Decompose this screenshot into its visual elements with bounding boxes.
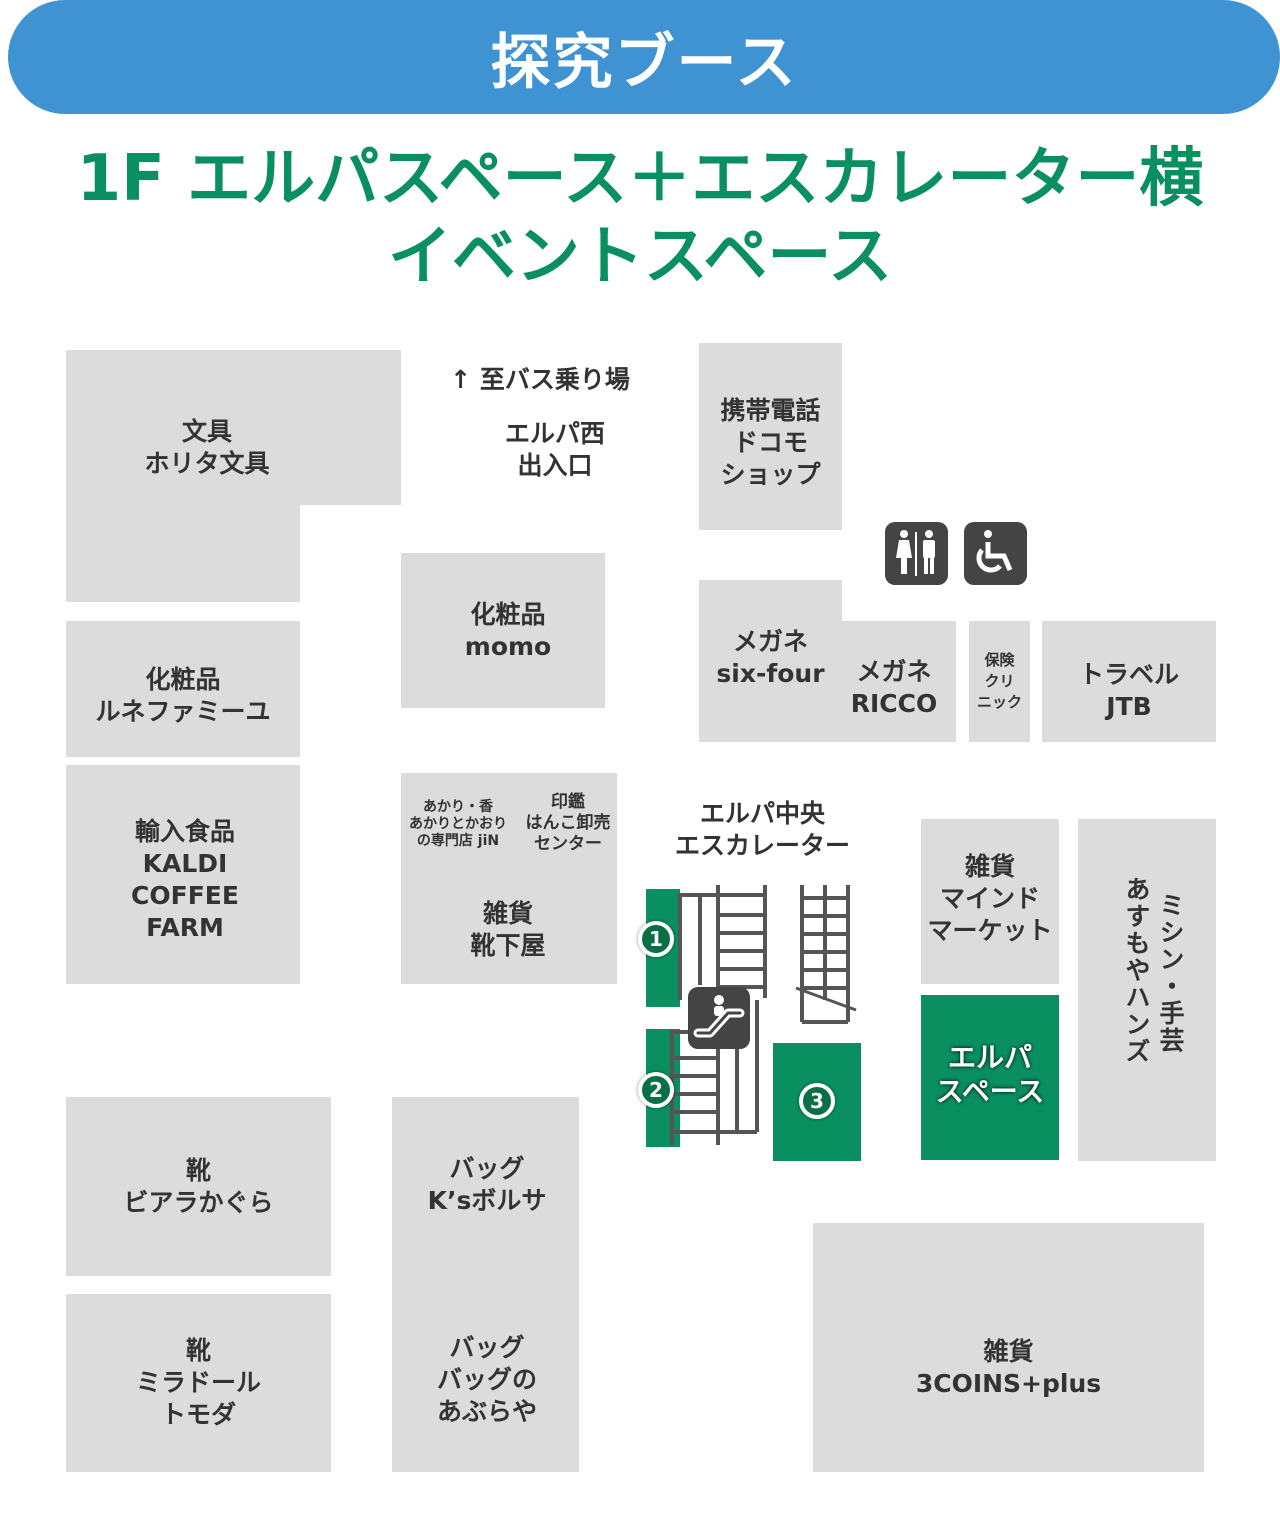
wheelchair-icon [964,522,1027,585]
shop-mind [921,819,1059,984]
shop-horita-lower [66,504,300,602]
shop-docomo [699,343,842,530]
shop-sixfour [699,580,842,742]
marker-2: 2 [638,1072,674,1108]
shop-aburaya-label: バッグバッグのあぶらや [436,1333,537,1426]
shop-bags [392,1097,579,1472]
subtitle-line2: イベントスペース [387,220,893,294]
shop-kutsushitaya [401,773,617,984]
shop-renefamille [66,621,300,757]
escalator-diagram [670,885,857,1145]
escalator-label: エルパ中央エスカレーター [674,799,850,860]
shop-jin-label: あかり・香あかりとかおりの専門店 jiN [409,798,507,849]
shop-horita-label: 文具ホリタ文具 [144,417,270,478]
shop-mishin [1078,819,1216,1161]
shop-kaldi [66,765,300,984]
header-banner: 探究ブース [8,0,1280,114]
shop-momo [401,553,605,708]
header-title: 探究ブース [490,27,798,98]
shop-viara [66,1097,331,1276]
escalator-icon [688,987,750,1049]
shop-kutsushitaya-label: 雑貨靴下屋 [470,899,546,960]
shop-renefamille-label: 化粧品ルネファミーユ [95,665,271,726]
shop-hoken-label: 保険クリニック [976,651,1022,711]
subtitle-line1: 1F エルパスペース＋エスカレーター横 [76,142,1204,216]
shop-inkan-label: 印鑑はんこ卸売センター [525,791,611,854]
shop-mishin-label-1: ミシン・手芸 [1156,892,1185,1054]
shop-hoken [969,621,1030,742]
west-entrance-label: エルパ西出入口 [504,419,605,480]
shop-horita [66,350,401,505]
shop-docomo-label: 携帯電話ドコモショップ [720,396,821,489]
elpa-space [921,995,1059,1160]
shop-mind-label: 雑貨マインドマーケット [927,852,1053,945]
marker-3: 3 [799,1083,835,1119]
shop-mishin-label-2: あすもやハンズ [1122,876,1151,1065]
bus-direction-label: ↑ 至バス乗り場 [450,365,630,394]
elpa-space-label: エルパスペース [935,1041,1045,1108]
shop-3coins [813,1223,1204,1472]
shop-jtb [1042,621,1216,742]
shop-viara-label: 靴ビアラかぐら [123,1155,274,1217]
shop-miradoll [66,1294,331,1472]
marker-1: 1 [638,921,674,957]
restroom-icon [885,522,948,585]
shop-miradoll-label: 靴ミラドールトモダ [135,1336,261,1429]
shop-ricco [842,621,956,742]
